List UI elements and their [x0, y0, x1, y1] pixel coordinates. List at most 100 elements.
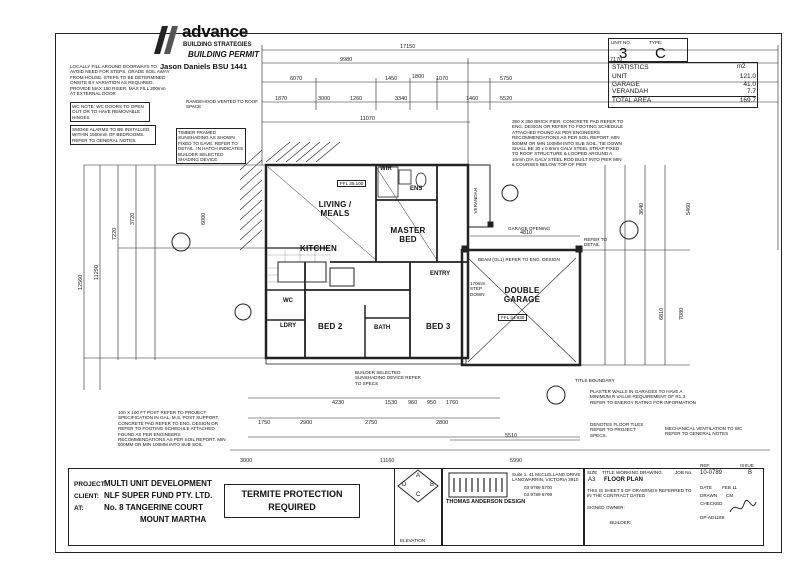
- dim-right-d: 3640: [639, 203, 645, 215]
- stat-value: 169.7: [739, 96, 756, 104]
- dim-row3-1: 3000: [318, 96, 330, 102]
- stat-row: TOTAL AREA 169.7: [612, 95, 756, 105]
- firm-name: THOMAS ANDERSON DESIGN: [446, 499, 526, 505]
- stat-label: UNIT: [612, 73, 628, 80]
- room-ens: ENS: [410, 186, 423, 192]
- note-pier: 350 X 350 BRICK PIER. CONCRETE PAD REFER…: [512, 119, 624, 168]
- room-garage: DOUBLE GARAGE: [503, 286, 541, 304]
- issue-label: ISSUE: [740, 463, 754, 468]
- project-label: PROJECT:: [74, 481, 107, 488]
- dim-right-c: 5460: [686, 203, 692, 215]
- client-row: CLIENT:NLF SUPER FUND PTY. LTD.: [74, 490, 224, 502]
- dim-top-c: 6070: [290, 76, 302, 82]
- stat-value: 41.0: [743, 80, 756, 88]
- unit-type: C: [655, 45, 666, 62]
- statistics-unit: m2: [737, 64, 746, 70]
- note-post: 100 X 100 F7 POST REFER TO PROJECT SPECI…: [118, 410, 226, 448]
- elev-b: B: [430, 482, 435, 488]
- room-bed2: BED 2: [318, 322, 343, 331]
- termite-line1: TERMITE PROTECTION: [241, 489, 343, 499]
- room-wir: WIR: [380, 166, 392, 172]
- dim-bottom-a: 3000: [240, 458, 252, 464]
- dim-bottom-r1-4: 1760: [446, 400, 458, 406]
- client-value: NLF SUPER FUND PTY. LTD.: [104, 491, 213, 500]
- signed-owner: SIGNED OWNER:: [587, 505, 625, 510]
- job-label: JOB No.: [675, 470, 693, 475]
- address-row: AT: No. 8 TANGERINE COURT: [74, 502, 224, 514]
- stat-row: UNIT 121.0: [612, 73, 756, 81]
- dim-top-total: 17150: [400, 44, 415, 50]
- signature-icon: [729, 499, 757, 513]
- dim-right-a: 6810: [659, 308, 665, 320]
- stat-label: TOTAL AREA: [612, 96, 652, 104]
- elevation-box: [394, 468, 442, 546]
- note-timber: TIMBER FRAMED SUNSHADING AS SHOWN FIXED …: [176, 128, 246, 165]
- logo-mark-icon: [154, 26, 178, 54]
- dim-bottom-r2-0: 1750: [258, 420, 270, 426]
- logo-brand: advance: [182, 22, 248, 41]
- logo-cert: Jason Daniels BSU 1441: [160, 62, 248, 71]
- dim-bottom-r1-2: 960: [408, 400, 417, 406]
- dim-top-f: 1070: [436, 76, 448, 82]
- project-value: MULTI UNIT DEVELOPMENT: [104, 479, 212, 488]
- project-row: PROJECT:MULTI UNIT DEVELOPMENT: [74, 478, 224, 490]
- size-label: SIZE: [587, 470, 598, 475]
- room-kitchen: KITCHEN: [300, 244, 337, 253]
- logo-sub: BUILDING STRATEGIES: [183, 42, 252, 48]
- issue-value: B: [748, 470, 753, 476]
- room-master: MASTER BED: [390, 226, 426, 244]
- address-line1: No. 8 TANGERINE COURT: [104, 503, 203, 512]
- statistics-title: STATISTICS: [612, 64, 649, 71]
- note-title-boundary: TITLE BOUNDARY: [575, 378, 615, 383]
- builder-label: BUILDER:: [610, 520, 632, 525]
- note-garage-opening: GARAGE OPENING: [508, 226, 551, 231]
- dim-bottom-r1-0: 4230: [332, 400, 344, 406]
- at-label: AT:: [74, 505, 84, 512]
- note-smoke: SMOKE ALARMS TO BE INSTALLED WITHIN 1500…: [70, 125, 156, 146]
- drawing-code: DP-AD1189: [700, 515, 725, 520]
- dim-bottom-r2-1: 2900: [300, 420, 312, 426]
- drawing-sheet: [55, 33, 782, 553]
- dim-top-e: 1800: [412, 74, 424, 80]
- ref-value: 10-0789: [700, 470, 723, 476]
- dim-bottom-r1-1: 1530: [385, 400, 397, 406]
- room-ldry: LDRY: [280, 323, 297, 329]
- note-floor-tiles: DENOTES FLOOR TILES REFER TO PROJECT SPE…: [590, 422, 644, 438]
- room-wc: WC: [283, 298, 293, 304]
- room-entry: ENTRY: [430, 271, 451, 277]
- address-row-2: MOUNT MARTHA: [74, 514, 224, 525]
- room-verandah: VERANDAH: [473, 188, 478, 214]
- dim-left-total: 12560: [78, 275, 84, 290]
- room-bath: BATH: [374, 325, 391, 331]
- logo-permit: BUILDING PERMIT: [188, 50, 260, 59]
- title-label: TITLE: [602, 470, 615, 475]
- dim-left-a: 11290: [94, 265, 100, 280]
- drawn-value: CM: [726, 493, 734, 498]
- termite-box: TERMITE PROTECTION REQUIRED: [224, 484, 360, 518]
- elev-d: D: [402, 482, 407, 488]
- firm-address: Suite 1, 41 McCLELLAND DRIVE LANGWARRIN,…: [512, 472, 581, 483]
- date-value: FEB 11: [722, 485, 737, 490]
- elev-a: A: [416, 473, 421, 479]
- stat-label: VERANDAH: [612, 88, 649, 95]
- project-info: PROJECT:MULTI UNIT DEVELOPMENT CLIENT:NL…: [74, 478, 224, 525]
- dim-row3-2: 1260: [350, 96, 362, 102]
- drawing-info: [584, 468, 764, 546]
- ffl-garage: FFL 34.930: [498, 314, 528, 322]
- firm-logo-icon: [448, 472, 508, 498]
- type-label: TYPE:: [649, 40, 663, 45]
- dim-bottom-total: 11160: [380, 458, 394, 464]
- firm-box: [442, 468, 584, 546]
- drawing-type: WORKING DRAWING: [616, 470, 662, 475]
- stat-value: 121.0: [739, 73, 756, 80]
- dim-top-b: 7170: [610, 57, 622, 63]
- dim-right-b: 7080: [679, 308, 685, 320]
- note-rangehood: RANGEHOOD VENTED TO ROOF SPACE: [186, 99, 259, 110]
- dim-bottom-r1-3: 950: [427, 400, 436, 406]
- date-label: DATE: [700, 485, 712, 490]
- dim-top-a: 9980: [340, 57, 352, 63]
- note-refer-detail: REFER TO DETAIL: [584, 237, 608, 248]
